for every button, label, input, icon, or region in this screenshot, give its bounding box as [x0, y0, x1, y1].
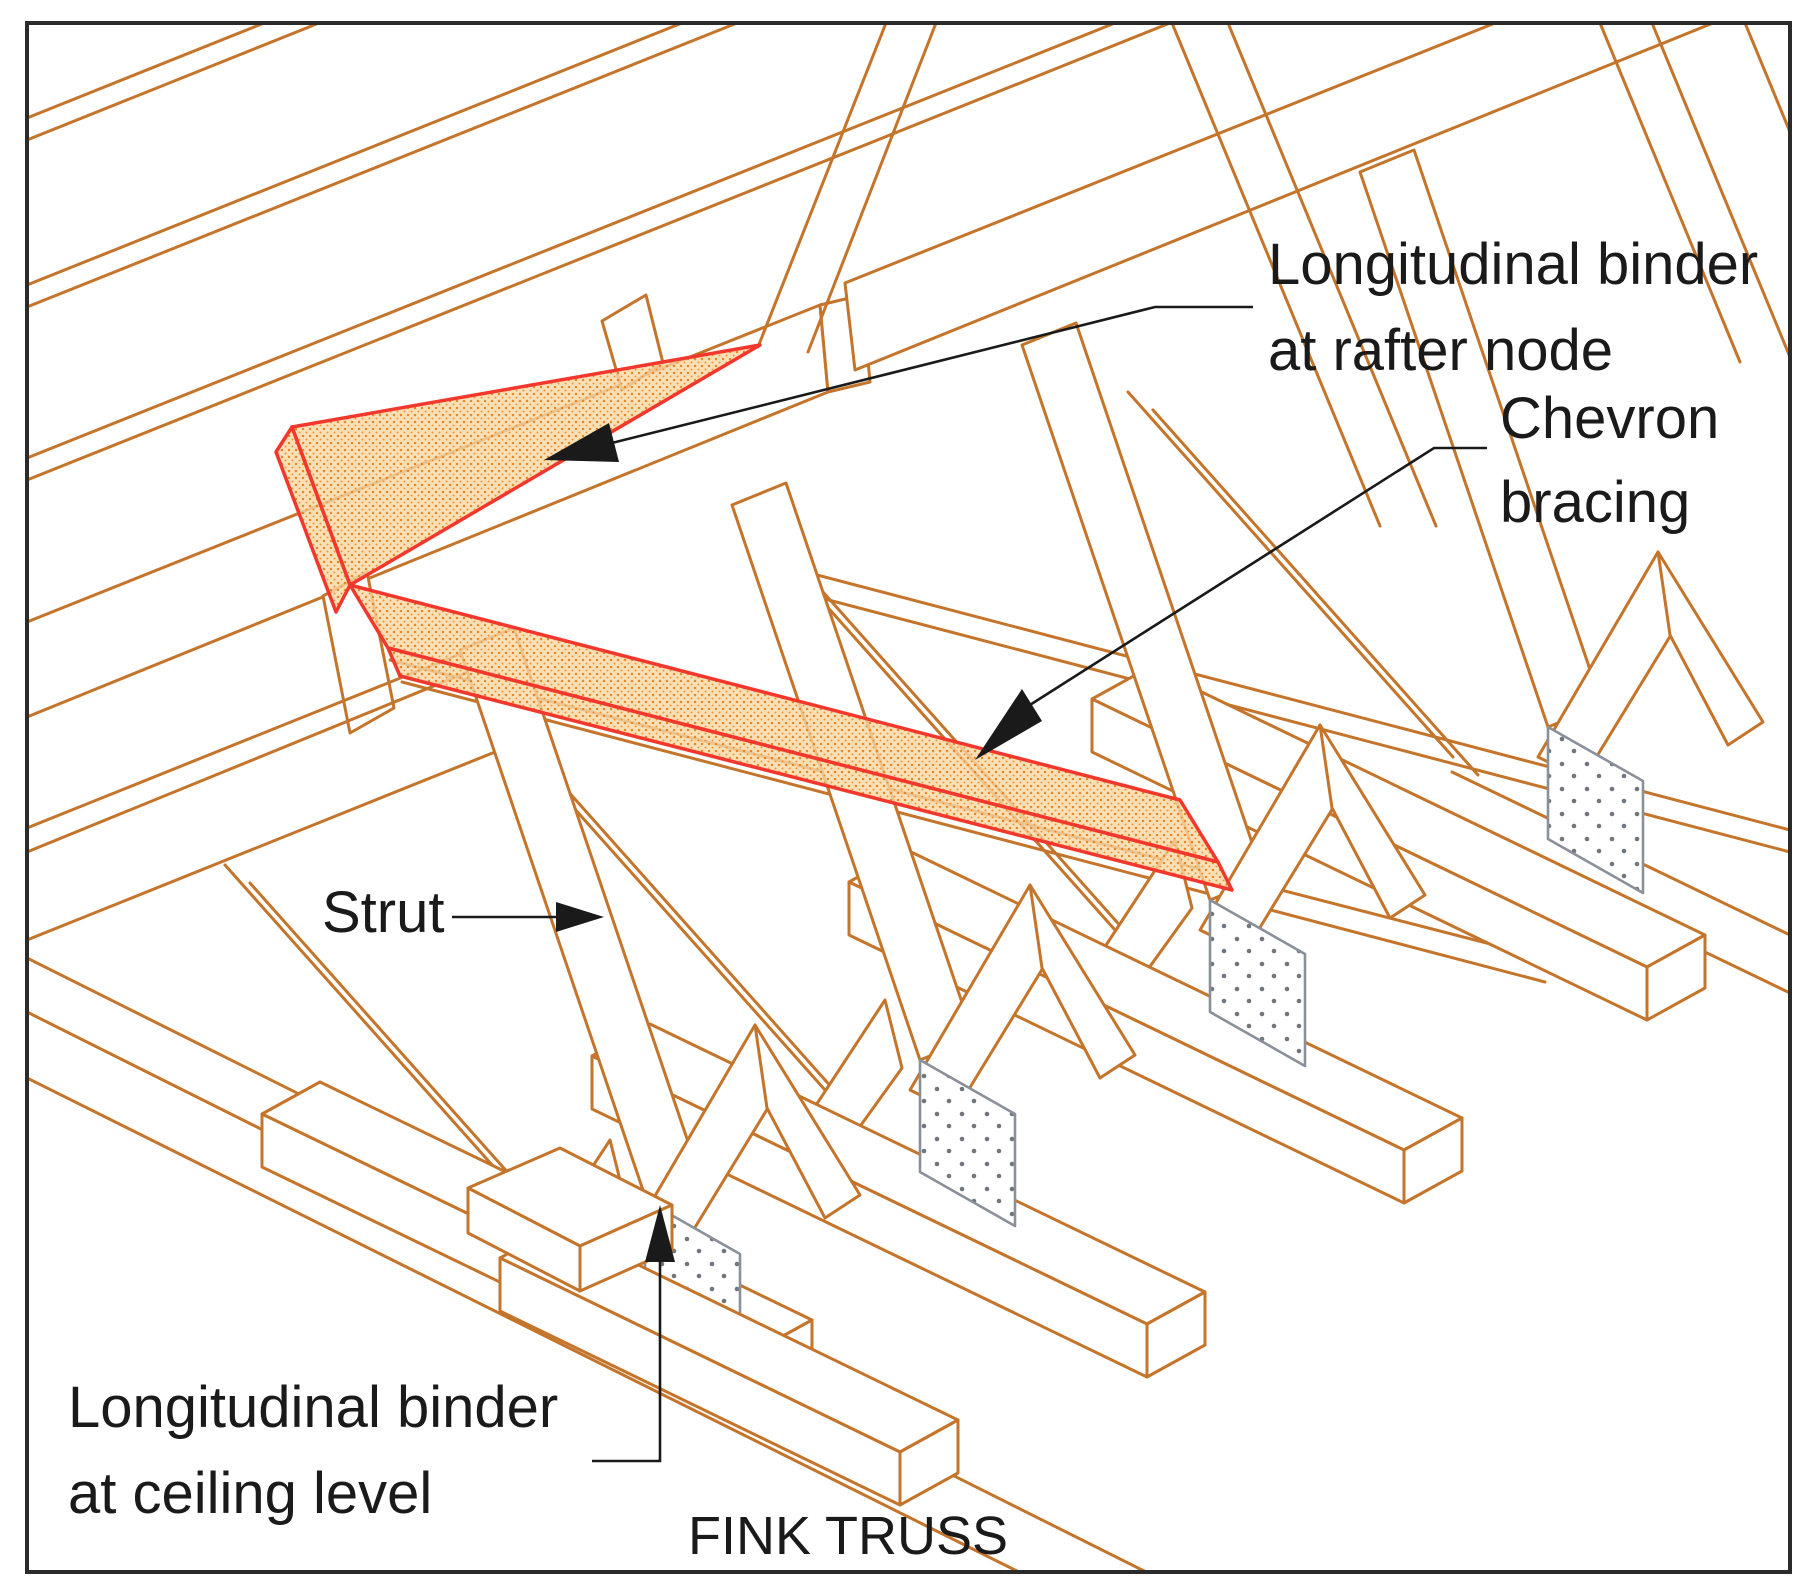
web-peak — [1028, 883, 1137, 1080]
nail-plate — [918, 1058, 1017, 1228]
leader-binder-ceiling — [592, 1205, 675, 1463]
arrowhead-downleft-icon — [975, 689, 1042, 760]
chevron-bracing-highlight — [274, 343, 1234, 892]
web-peak — [753, 1023, 862, 1220]
label-binder-rafter-line2: at rafter node — [1268, 318, 1613, 383]
brace-upper-wing — [290, 343, 762, 587]
label-binder-ceiling-line2: at ceiling level — [68, 1461, 432, 1526]
arrowhead-up-icon — [645, 1205, 675, 1262]
ridge-beam-far — [843, 23, 1715, 372]
brace-upper-wing-edge — [274, 425, 352, 614]
arrowhead-right-icon — [556, 902, 604, 932]
front-ceiling-tie — [498, 1224, 960, 1507]
leader-strut — [452, 902, 604, 932]
roof-battens — [27, 23, 1172, 482]
figure-caption: FINK TRUSS — [688, 1506, 1008, 1566]
label-chevron-line1: Chevron — [1500, 386, 1719, 451]
label-binder-rafter-line1: Longitudinal binder — [1268, 232, 1758, 297]
brace-lower-band-edge — [386, 646, 1234, 892]
far-rafter-lines — [756, 23, 1790, 528]
label-binder-ceiling-line1: Longitudinal binder — [68, 1375, 558, 1440]
nail-plate — [1546, 725, 1645, 895]
web-peak — [1318, 723, 1427, 920]
nail-plate — [1208, 898, 1307, 1068]
ceiling-binder-plank — [466, 1146, 674, 1293]
leader-binder-rafter — [544, 305, 1253, 462]
leader-chevron — [975, 446, 1487, 760]
arrowhead-left-icon — [544, 423, 619, 462]
web-peak — [1656, 550, 1765, 747]
label-strut: Strut — [322, 880, 445, 945]
figure-border — [25, 21, 1792, 1574]
label-chevron-line2: bracing — [1500, 470, 1690, 535]
